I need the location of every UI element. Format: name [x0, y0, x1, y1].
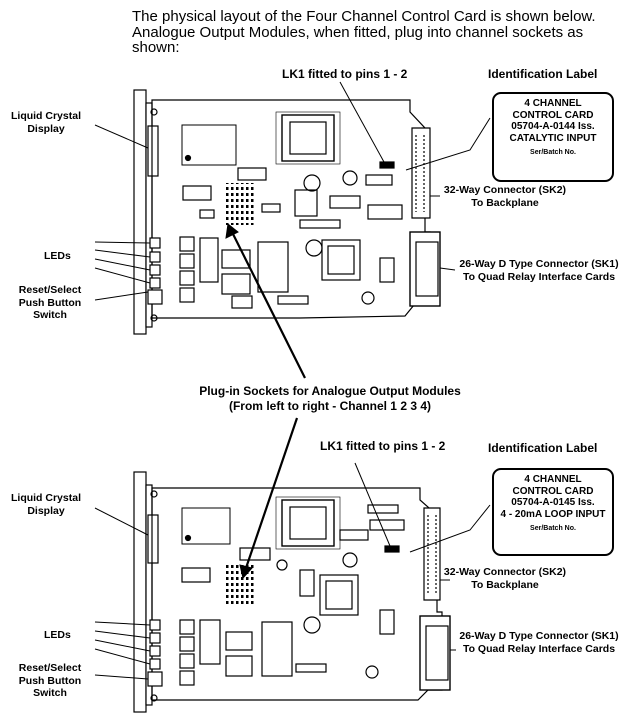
bottom-id-line-3: 05704-A-0145 Iss.	[511, 497, 595, 508]
top-sk1-label: 26-Way D Type Connector (SK1) To Quad Re…	[452, 258, 626, 283]
intro-paragraph: The physical layout of the Four Channel …	[132, 9, 622, 56]
top-sk2-line-2: To Backplane	[471, 196, 539, 209]
top-identification-heading: Identification Label	[488, 67, 598, 81]
bottom-lcd-line-2: Display	[27, 504, 65, 517]
top-id-line-3: 05704-A-0144 Iss.	[511, 121, 595, 132]
bottom-reset-line-3: Switch	[33, 687, 67, 699]
plugin-line-1: Plug-in Sockets for Analogue Output Modu…	[199, 384, 461, 398]
top-sk1-line-1: 26-Way D Type Connector (SK1)	[459, 258, 619, 270]
bottom-sk1-line-2: To Quad Relay Interface Cards	[462, 642, 616, 655]
top-lcd-line-1: Liquid Crystal	[10, 110, 81, 122]
plugin-line-2: (From left to right - Channel 1 2 3 4)	[228, 399, 431, 413]
bottom-reset-line-1: Reset/Select	[18, 662, 82, 674]
top-reset-label: Reset/Select Push Button Switch	[10, 284, 90, 322]
bottom-leaders	[94, 417, 491, 680]
top-id-line-2: CONTROL CARD	[512, 109, 594, 121]
bottom-sk2-line-2: To Backplane	[471, 578, 539, 591]
top-reset-line-1: Reset/Select	[18, 284, 82, 296]
intro-line-3: shown:	[132, 39, 180, 56]
bottom-sk1-line-1: 26-Way D Type Connector (SK1)	[459, 630, 619, 642]
bottom-sk2-label: 32-Way Connector (SK2) To Backplane	[440, 566, 570, 591]
bottom-sk2-line-1: 32-Way Connector (SK2)	[443, 566, 567, 578]
bottom-identification-label: 4 CHANNEL CONTROL CARD 05704-A-0145 Iss.…	[492, 468, 614, 556]
top-sk2-label: 32-Way Connector (SK2) To Backplane	[440, 184, 570, 209]
bottom-leds-label: LEDs	[44, 629, 71, 641]
top-board	[133, 89, 441, 335]
bottom-lcd-label: Liquid Crystal Display	[4, 492, 88, 517]
top-lcd-label: Liquid Crystal Display	[4, 110, 88, 135]
bottom-board	[133, 471, 451, 713]
top-reset-line-3: Switch	[33, 309, 67, 321]
bottom-lcd-line-1: Liquid Crystal	[10, 492, 81, 504]
bottom-ser-batch-no: Ser/Batch No.	[530, 525, 576, 532]
top-leds-label: LEDs	[44, 250, 71, 262]
bottom-id-line-4: 4 - 20mA LOOP INPUT	[500, 508, 606, 520]
bottom-sk1-label: 26-Way D Type Connector (SK1) To Quad Re…	[452, 630, 626, 655]
top-id-line-1: 4 CHANNEL	[524, 98, 582, 109]
top-reset-line-2: Push Button	[18, 296, 82, 309]
plugin-sockets-caption: Plug-in Sockets for Analogue Output Modu…	[180, 384, 480, 414]
bottom-id-line-1: 4 CHANNEL	[524, 474, 582, 485]
bottom-reset-label: Reset/Select Push Button Switch	[10, 662, 90, 700]
bottom-id-line-2: CONTROL CARD	[512, 485, 594, 497]
bottom-identification-heading: Identification Label	[488, 441, 598, 455]
top-lcd-line-2: Display	[27, 122, 65, 135]
bottom-lk1-label: LK1 fitted to pins 1 - 2	[320, 439, 446, 453]
top-ser-batch-no: Ser/Batch No.	[530, 149, 576, 156]
top-sk1-line-2: To Quad Relay Interface Cards	[462, 270, 616, 283]
top-leaders	[94, 81, 491, 379]
bottom-reset-line-2: Push Button	[18, 674, 82, 687]
intro-line-2: Analogue Output Modules, when fitted, pl…	[132, 23, 584, 41]
top-identification-label: 4 CHANNEL CONTROL CARD 05704-A-0144 Iss.…	[492, 92, 614, 182]
top-id-line-4: CATALYTIC INPUT	[509, 132, 597, 144]
top-lk1-label: LK1 fitted to pins 1 - 2	[282, 67, 408, 81]
top-sk2-line-1: 32-Way Connector (SK2)	[443, 184, 567, 196]
intro-line-1: The physical layout of the Four Channel …	[132, 8, 596, 25]
